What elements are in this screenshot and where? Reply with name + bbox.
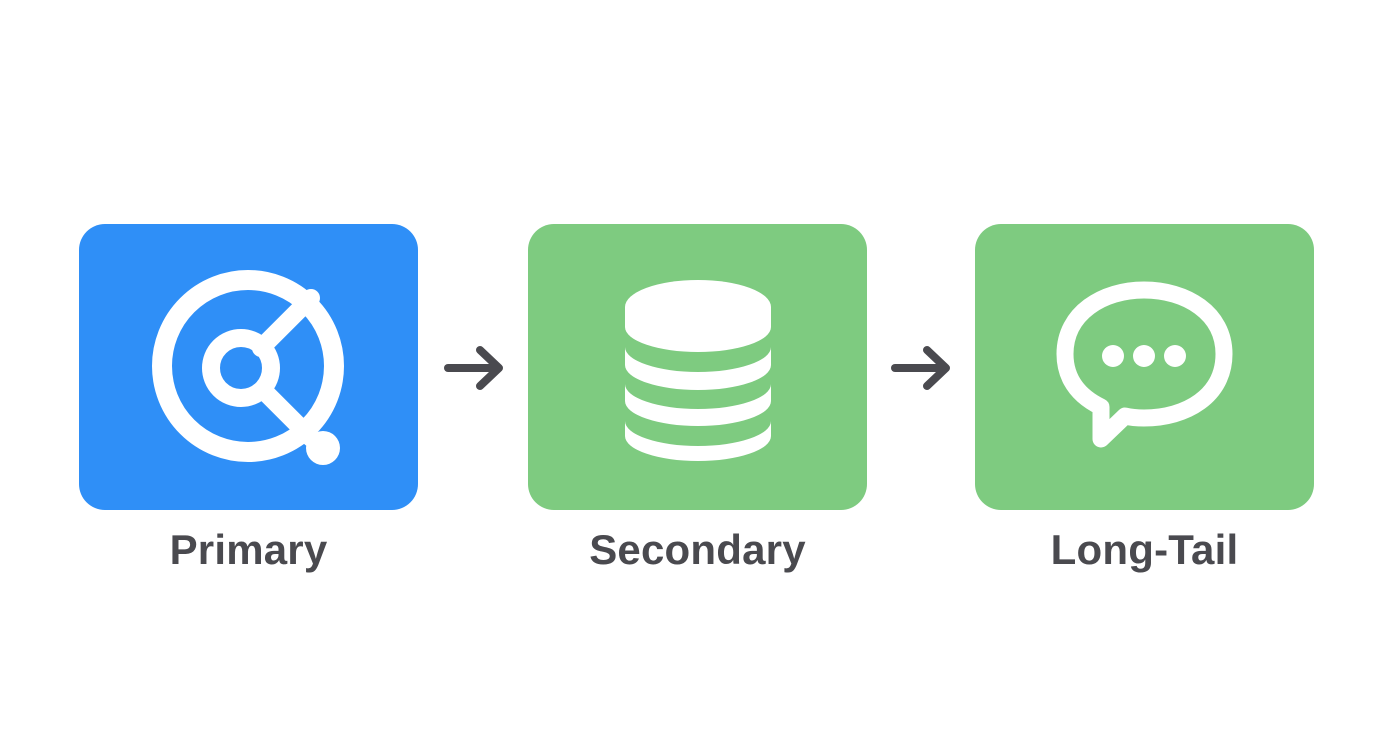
long-tail-label: Long-Tail — [1050, 526, 1239, 573]
arrow-right-icon — [444, 346, 503, 390]
database-icon — [625, 280, 771, 461]
target-search-icon — [152, 270, 344, 465]
arrow-right-icon — [891, 346, 950, 390]
secondary-label: Secondary — [589, 526, 806, 573]
chat-bubble-icon — [1056, 281, 1233, 448]
primary-label: Primary — [169, 526, 328, 573]
long-tail-tile — [975, 224, 1314, 510]
primary-tile — [79, 224, 418, 510]
secondary-tile — [528, 224, 867, 510]
